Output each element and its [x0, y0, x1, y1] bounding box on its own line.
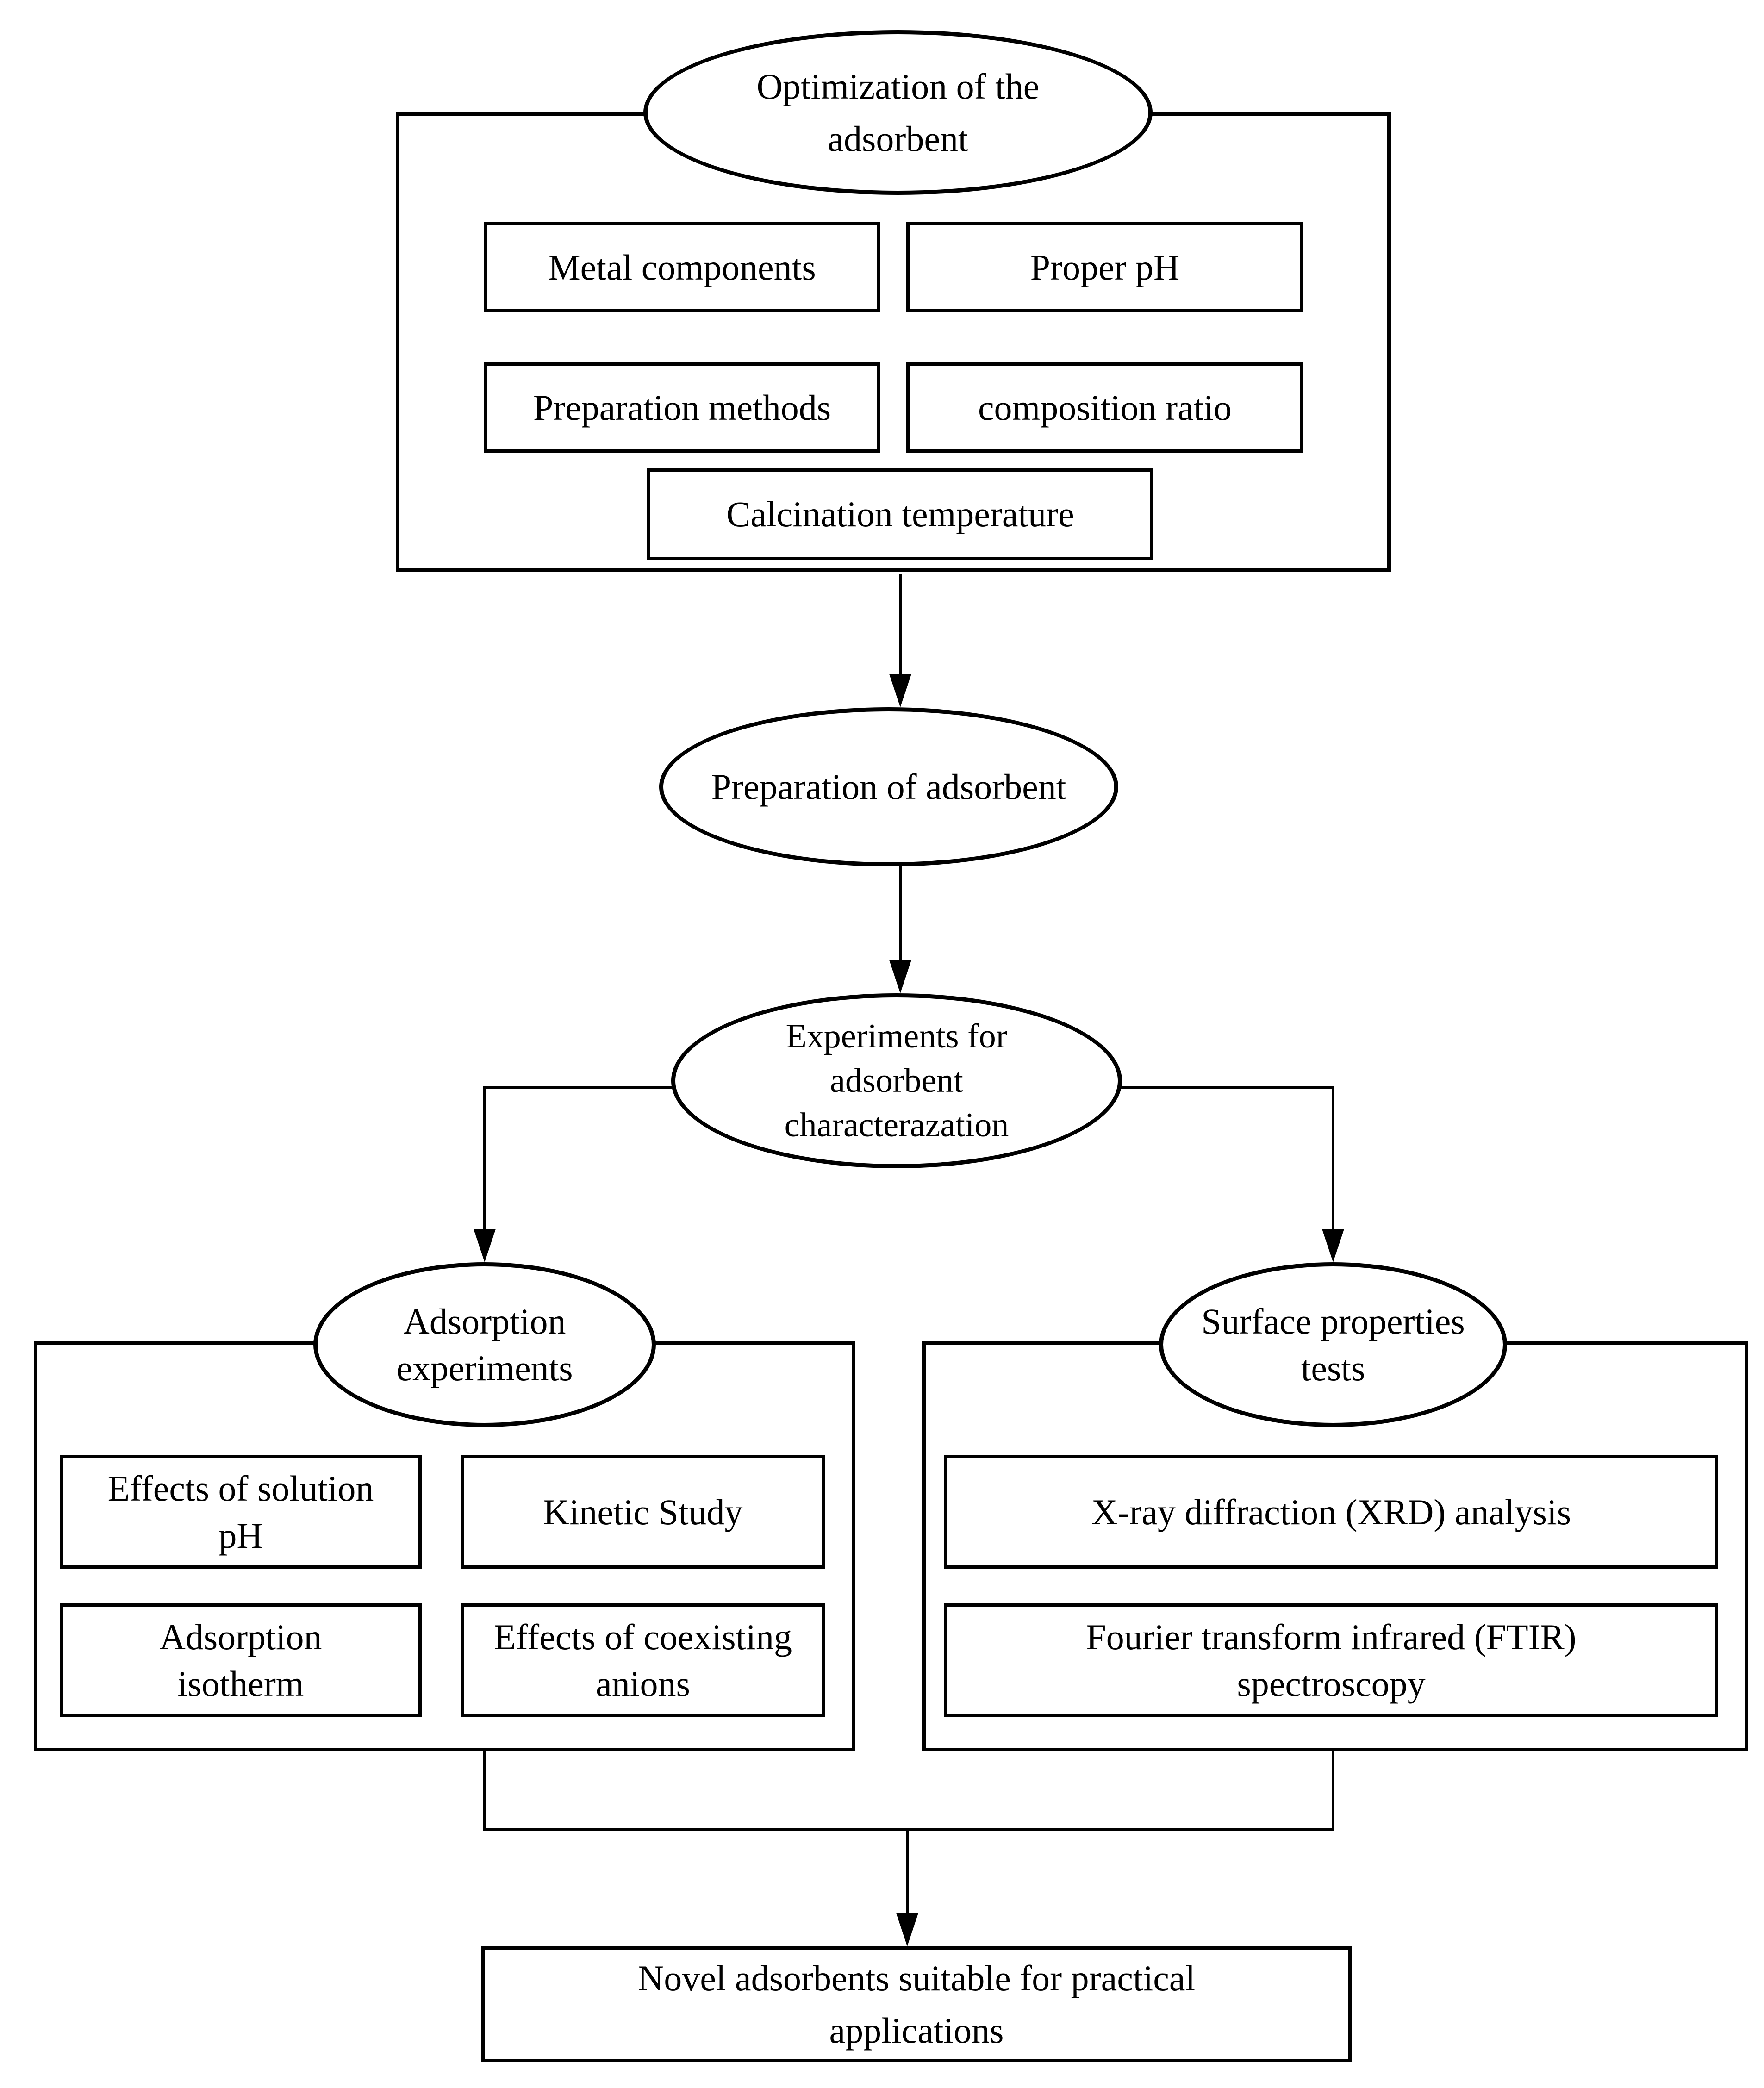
node-label-line: anions — [596, 1664, 690, 1704]
node-label-line: isotherm — [177, 1664, 304, 1704]
node-label-line: spectroscopy — [1237, 1664, 1426, 1704]
node-xrd-analysis: X-ray diffraction (XRD) analysis — [944, 1455, 1718, 1569]
connector-experiments-to-adsorption-horizontal — [483, 1086, 682, 1089]
connector-preparation-to-experiments — [899, 866, 902, 963]
node-label-line: Adsorption — [159, 1616, 322, 1657]
node-label-line: X-ray diffraction (XRD) analysis — [1091, 1491, 1571, 1532]
arrowhead-to-experiments — [889, 960, 911, 993]
node-label-line: tests — [1301, 1348, 1365, 1388]
connector-experiments-to-adsorption-vertical — [483, 1086, 486, 1230]
node-label-line: Effects of coexisting — [493, 1616, 792, 1657]
arrowhead-to-surface-properties — [1322, 1229, 1344, 1262]
node-composition-ratio: composition ratio — [906, 362, 1303, 453]
node-optimization-of-adsorbent: Optimization of the adsorbent — [643, 30, 1153, 195]
connector-experiments-to-surface-horizontal — [1111, 1086, 1334, 1089]
node-label-line: Novel adsorbents suitable for practical — [637, 1957, 1196, 1998]
arrowhead-to-novel-adsorbents — [896, 1913, 918, 1946]
node-experiments-for-characterization: Experiments for adsorbent characterazati… — [671, 993, 1122, 1168]
node-label-line: composition ratio — [978, 387, 1232, 428]
node-label-line: Optimization of the — [756, 66, 1040, 106]
node-label-line: Fourier transform infrared (FTIR) — [1086, 1616, 1577, 1657]
node-ftir-spectroscopy: Fourier transform infrared (FTIR) spectr… — [944, 1603, 1718, 1717]
node-novel-adsorbents: Novel adsorbents suitable for practical … — [481, 1946, 1352, 2062]
node-label-line: Experiments for — [785, 1017, 1008, 1055]
node-label-line: Preparation methods — [533, 387, 831, 428]
connector-merge-to-novel — [906, 1831, 909, 1914]
arrowhead-to-preparation — [889, 674, 911, 707]
node-label-line: Surface properties — [1201, 1301, 1465, 1341]
node-adsorption-isotherm: Adsorption isotherm — [60, 1603, 422, 1717]
node-label-line: pH — [218, 1515, 263, 1556]
node-label-line: Effects of solution — [107, 1468, 374, 1509]
node-label-line: Metal components — [548, 247, 816, 287]
node-effects-of-solution-ph: Effects of solution pH — [60, 1455, 422, 1569]
node-adsorption-experiments: Adsorption experiments — [313, 1262, 656, 1427]
node-label-line: Adsorption — [403, 1301, 566, 1341]
node-kinetic-study: Kinetic Study — [461, 1455, 825, 1569]
node-label-line: Kinetic Study — [543, 1491, 743, 1532]
node-preparation-of-adsorbent: Preparation of adsorbent — [659, 707, 1118, 866]
node-calcination-temperature: Calcination temperature — [647, 468, 1153, 560]
connector-left-group-down — [483, 1751, 486, 1831]
connector-merge-horizontal — [483, 1828, 1334, 1831]
node-preparation-methods: Preparation methods — [484, 362, 880, 453]
arrowhead-to-adsorption-experiments — [474, 1229, 496, 1262]
node-surface-properties-tests: Surface properties tests — [1159, 1262, 1507, 1427]
node-label-line: Proper pH — [1030, 247, 1180, 287]
node-label-line: experiments — [396, 1348, 573, 1388]
connector-experiments-to-surface-vertical — [1332, 1086, 1334, 1230]
node-label-line: characterazation — [784, 1106, 1009, 1145]
node-proper-ph: Proper pH — [906, 222, 1303, 312]
node-label-line: adsorbent — [830, 1061, 963, 1100]
node-label-line: Calcination temperature — [726, 494, 1074, 535]
node-label-line: applications — [829, 2010, 1004, 2051]
node-metal-components: Metal components — [484, 222, 880, 312]
node-label-line: Preparation of adsorbent — [711, 767, 1066, 807]
node-effects-of-coexisting-anions: Effects of coexisting anions — [461, 1603, 825, 1717]
connector-optimization-to-preparation — [899, 574, 902, 677]
connector-right-group-down — [1332, 1751, 1334, 1831]
node-label-line: adsorbent — [828, 118, 968, 159]
